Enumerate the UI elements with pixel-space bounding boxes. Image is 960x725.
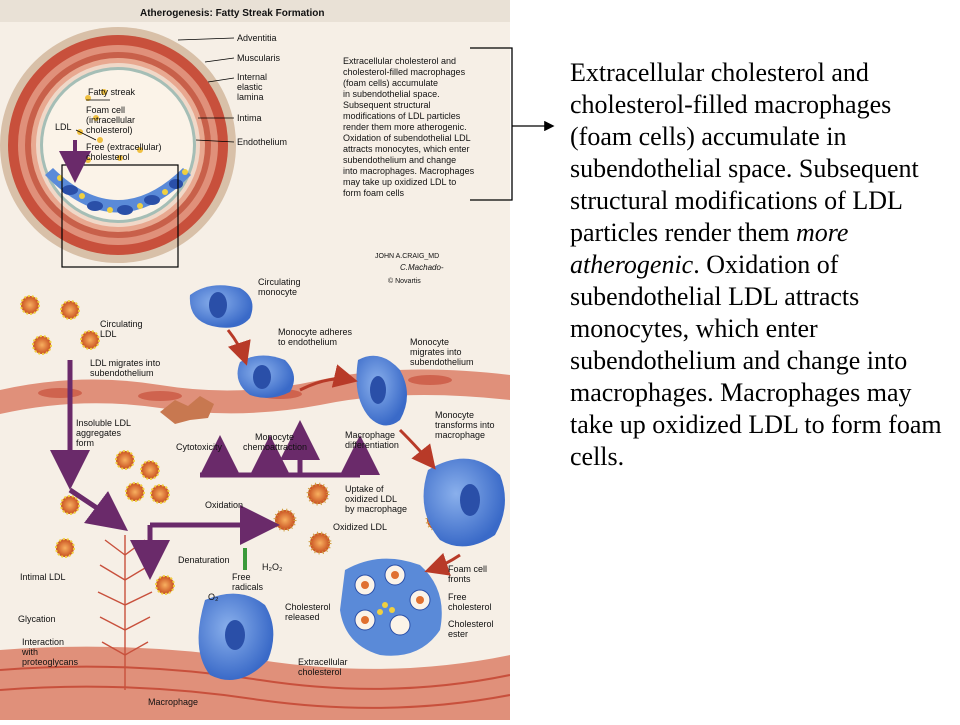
label-foam-cell-1: Foam cell <box>86 105 125 115</box>
label-transforms-1: Monocyte <box>435 410 474 420</box>
label-extracellular-2: cholesterol <box>298 667 342 677</box>
label-intimal-ldl: Intimal LDL <box>20 572 66 582</box>
cytotoxic-debris <box>160 396 214 424</box>
label-free-cholesterol-2: cholesterol <box>448 602 492 612</box>
caption-part-1: Extracellular cholesterol and cholestero… <box>570 58 919 247</box>
oxidized-ldl-particles <box>273 482 449 555</box>
label-macro-diff-2: differentiation <box>345 440 399 450</box>
label-interaction-3: proteoglycans <box>22 657 79 667</box>
inset-line: Subsequent structural <box>343 100 431 110</box>
inset-line: cholesterol-filled macrophages <box>343 67 466 77</box>
atherogenesis-figure: Atherogenesis: Fatty Streak Formation <box>0 0 511 720</box>
credit-signature: C.Machado- <box>400 263 444 272</box>
inset-line: in subendothelial space. <box>343 89 440 99</box>
label-ldl-migrates-1: LDL migrates into <box>90 358 160 368</box>
caption-italic: more atherogenic <box>570 218 849 279</box>
pathway-arrows-red <box>226 329 461 576</box>
label-internal-2: elastic <box>237 82 263 92</box>
label-monocyte-migrates-1: Monocyte <box>410 337 449 347</box>
label-free-chol-2: cholesterol <box>86 152 130 162</box>
credit-copyright: © Novartis <box>388 277 421 285</box>
inset-line: Extracellular cholesterol and <box>343 56 456 66</box>
label-chol-ester-1: Cholesterol <box>448 619 494 629</box>
label-macrophage: Macrophage <box>148 697 198 707</box>
label-uptake-1: Uptake of <box>345 484 384 494</box>
label-free-chol-1: Free (extracellular) <box>86 142 162 152</box>
label-ldl-migrates-2: subendothelium <box>90 368 154 378</box>
label-fatty-streak: Fatty streak <box>88 87 136 97</box>
label-macro-diff-1: Macrophage <box>345 430 395 440</box>
inset-line: attracts monocytes, which enter <box>343 144 470 154</box>
inset-line: into macrophages. Macrophages <box>343 166 475 176</box>
label-internal-1: Internal <box>237 72 267 82</box>
label-foam-cell-3: cholesterol) <box>86 125 133 135</box>
label-uptake-2: oxidized LDL <box>345 494 397 504</box>
label-chol-released-2: released <box>285 612 320 622</box>
monocyte-cells <box>189 285 505 680</box>
label-free-cholesterol-1: Free <box>448 592 467 602</box>
inset-line: may take up oxidized LDL to <box>343 177 456 187</box>
label-monocyte-migrates-2: migrates into <box>410 347 462 357</box>
label-foam-frontiers-1: Foam cell <box>448 564 487 574</box>
inset-line: Oxidation of subendothelial LDL <box>343 133 471 143</box>
caption-bracket <box>470 47 555 201</box>
smooth-muscle-layer <box>0 646 510 720</box>
foam-cell <box>340 558 442 656</box>
inset-line: (foam cells) accumulate <box>343 78 438 88</box>
figure-title: Atherogenesis: Fatty Streak Formation <box>140 8 324 19</box>
label-denaturation: Denaturation <box>178 555 230 565</box>
label-transforms-2: transforms into <box>435 420 495 430</box>
label-intima: Intima <box>237 113 262 123</box>
label-chol-released-1: Cholesterol <box>285 602 331 612</box>
label-cytotoxicity: Cytotoxicity <box>176 442 223 452</box>
label-circulating-monocyte-2: monocyte <box>258 287 297 297</box>
label-circulating-monocyte-1: Circulating <box>258 277 301 287</box>
label-chemo-1: Monocyte <box>255 432 294 442</box>
label-uptake-3: by macrophage <box>345 504 407 514</box>
label-chol-ester-2: ester <box>448 629 468 639</box>
label-transforms-3: macrophage <box>435 430 485 440</box>
caption-text: Extracellular cholesterol and cholestero… <box>570 57 950 473</box>
credit-artist: JOHN A.CRAIG_MD <box>375 253 439 260</box>
inset-line: form foam cells <box>343 188 405 198</box>
label-muscularis: Muscularis <box>237 53 281 63</box>
inset-text-block <box>335 48 505 206</box>
label-glycation: Glycation <box>18 614 56 624</box>
vessel-cross-section <box>0 27 236 268</box>
label-oxidized-ldl: Oxidized LDL <box>333 522 387 532</box>
label-h2o2: H₂O₂ <box>262 562 283 572</box>
label-interaction-2: with <box>21 647 38 657</box>
label-insoluble-1: Insoluble LDL <box>76 418 131 428</box>
label-ldl: LDL <box>55 122 72 132</box>
label-insoluble-2: aggregates <box>76 428 122 438</box>
label-foam-frontiers-2: fronts <box>448 574 471 584</box>
label-monocyte-migrates-3: subendothelium <box>410 357 474 367</box>
label-free-radicals-1: Free <box>232 572 251 582</box>
pathway-arrows-purple <box>50 360 380 580</box>
label-adventitia: Adventitia <box>237 33 277 43</box>
label-interaction-1: Interaction <box>22 637 64 647</box>
label-monocyte-adheres-2: to endothelium <box>278 337 337 347</box>
label-free-radicals-2: radicals <box>232 582 264 592</box>
inset-line: subendothelium and change <box>343 155 456 165</box>
label-internal-3: lamina <box>237 92 264 102</box>
inset-line: modifications of LDL particles <box>343 111 461 121</box>
label-extracellular-1: Extracellular <box>298 657 348 667</box>
label-insoluble-3: form <box>76 438 94 448</box>
label-o2: O₂ <box>208 592 219 602</box>
caption-part-2: . Oxidation of subendothelial LDL attrac… <box>570 250 942 471</box>
label-foam-cell-2: (intracellular <box>86 115 135 125</box>
inset-line: render them more atherogenic. <box>343 122 467 132</box>
label-circulating-ldl-1: Circulating <box>100 319 143 329</box>
label-monocyte-adheres-1: Monocyte adheres <box>278 327 353 337</box>
label-oxidation: Oxidation <box>205 500 243 510</box>
label-endothelium: Endothelium <box>237 137 287 147</box>
label-chemo-2: chemoattraction <box>243 442 307 452</box>
label-circulating-ldl-2: LDL <box>100 329 117 339</box>
